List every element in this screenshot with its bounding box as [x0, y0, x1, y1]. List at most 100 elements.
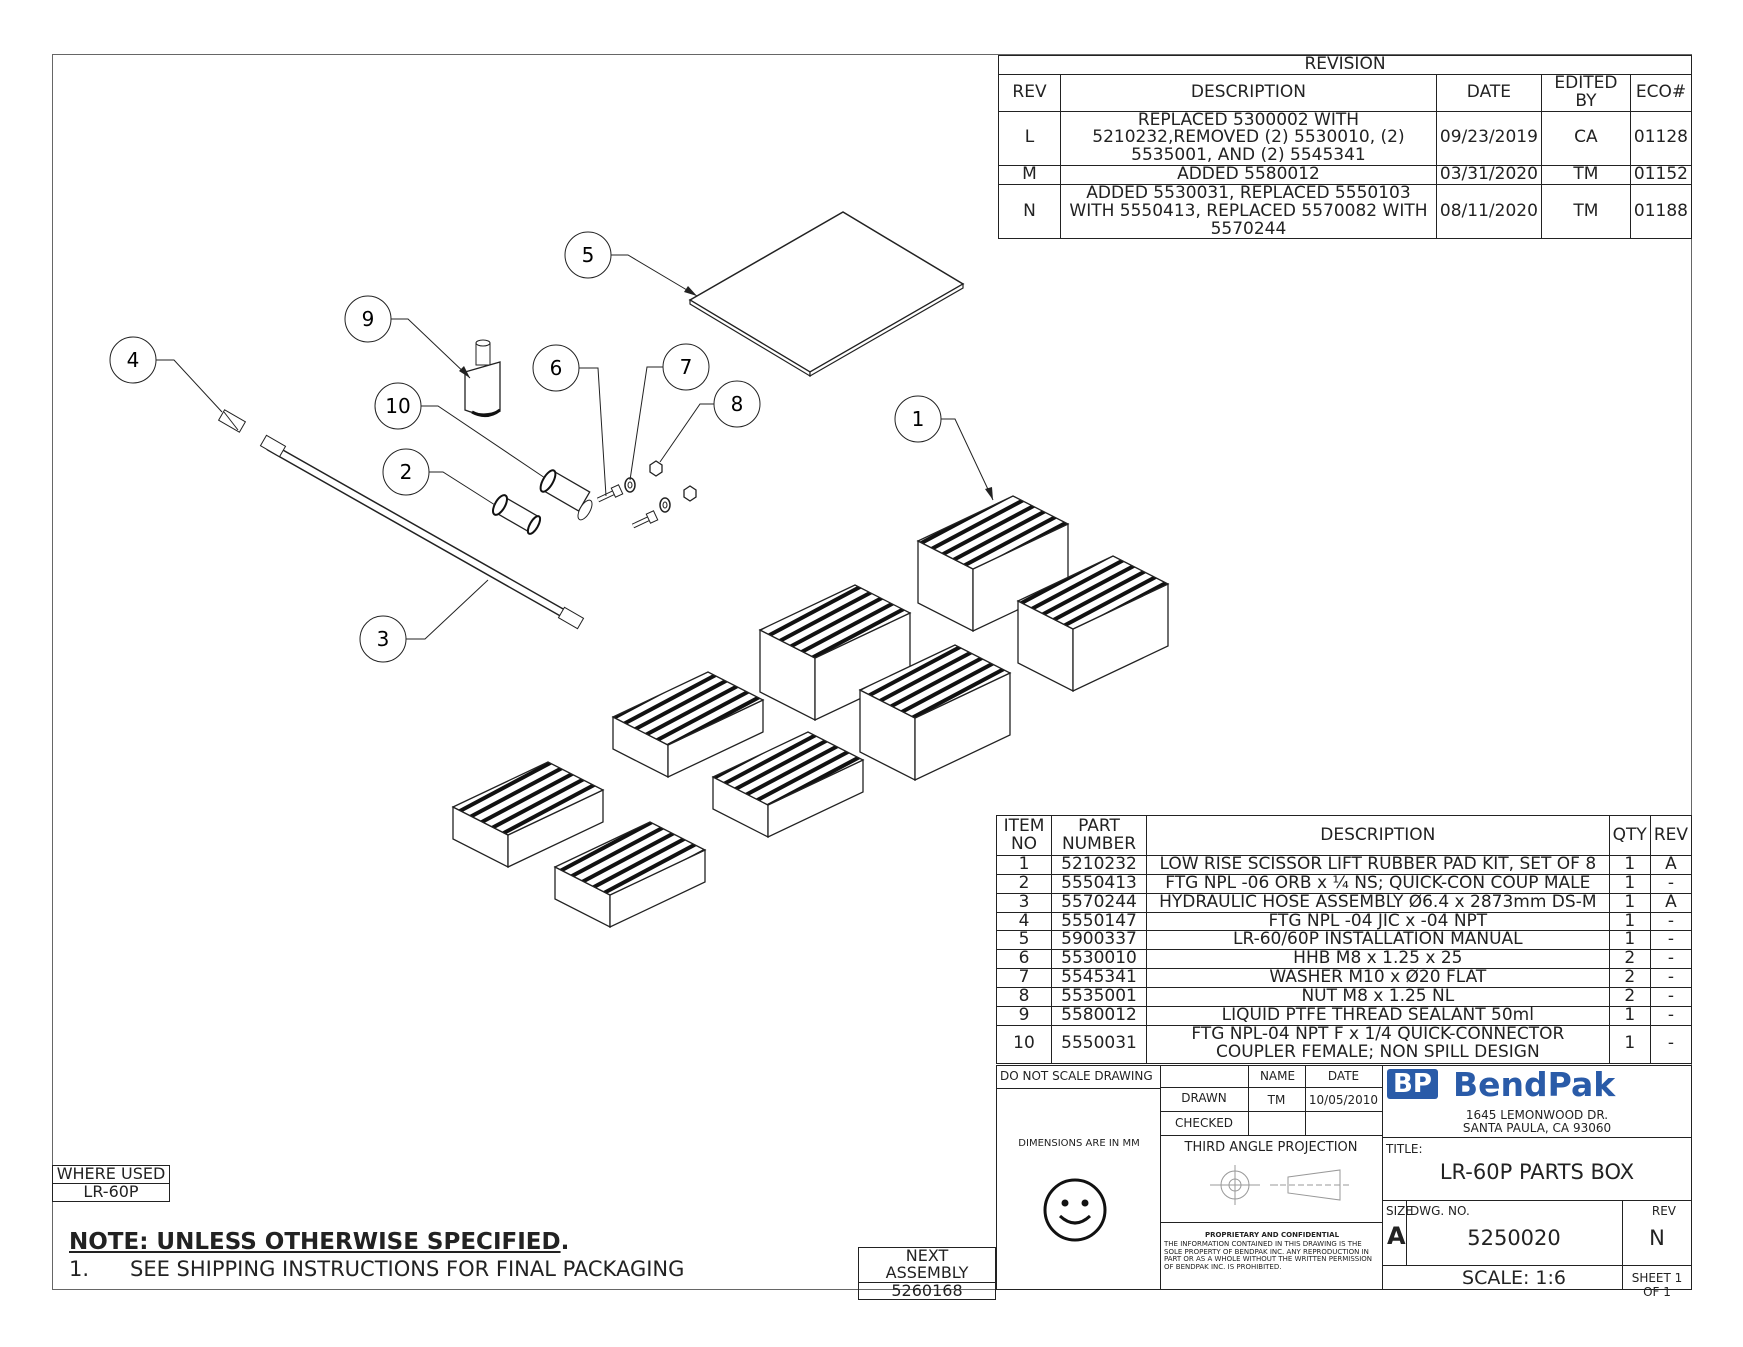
rev-header-eco: ECO# — [1629, 73, 1693, 112]
bom-cell-part: 5550031 — [1051, 1024, 1147, 1064]
bom-header-part: PART NUMBER — [1051, 815, 1147, 856]
balloon-label: 10 — [385, 394, 410, 418]
bom-cell-part: 5570244 — [1051, 892, 1147, 913]
bom-cell-part: 5900337 — [1051, 930, 1147, 951]
bom-cell-item: 5 — [996, 930, 1052, 951]
smiley-icon — [1043, 1178, 1107, 1242]
bom-cell-rev: - — [1649, 1024, 1693, 1064]
callout-balloons: 1 2 3 4 5 6 7 — [109, 231, 994, 663]
divider — [1160, 1065, 1161, 1290]
third-angle-projection-symbol — [1210, 1165, 1350, 1205]
note-item-text: SEE SHIPPING INSTRUCTIONS FOR FINAL PACK… — [130, 1257, 685, 1281]
bom-header-qty: QTY — [1608, 815, 1651, 856]
scale: SCALE: 1:6 — [1462, 1267, 1566, 1289]
drawing-rev: N — [1649, 1226, 1665, 1250]
bom-cell-item: 1 — [996, 855, 1052, 875]
balloon-8: 8 — [659, 380, 761, 463]
bom-cell-item: 2 — [996, 873, 1052, 894]
bom-cell-item: 8 — [996, 986, 1052, 1007]
rev-header-rev: REV — [998, 73, 1061, 112]
bom-cell-qty: 1 — [1608, 1024, 1651, 1064]
washer-part — [624, 477, 671, 513]
rev-cell: 09/23/2019 — [1435, 110, 1542, 167]
note-heading: NOTE: UNLESS OTHERWISE SPECIFIED. — [69, 1229, 570, 1255]
divider — [1160, 1222, 1382, 1223]
bill-of-materials-table: ITEM NO PART NUMBER DESCRIPTION QTY REV … — [996, 815, 1693, 1064]
divider — [996, 1088, 1160, 1089]
bom-cell-rev: - — [1649, 930, 1693, 951]
bom-cell-item: 10 — [996, 1024, 1052, 1064]
bom-cell-item: 9 — [996, 1005, 1052, 1026]
drawn-label: DRAWN — [1181, 1091, 1227, 1105]
bendpak-logo: BP BendPak — [1387, 1065, 1687, 1104]
proprietary-title: PROPRIETARY AND CONFIDENTIAL — [1204, 1231, 1340, 1239]
bom-cell-description: FTG NPL-04 NPT F x 1/4 QUICK-CONNECTOR C… — [1146, 1024, 1610, 1064]
divider — [1160, 1087, 1382, 1088]
balloon-label: 9 — [362, 307, 375, 331]
divider — [1382, 1137, 1692, 1138]
balloon-label: 7 — [680, 355, 693, 379]
divider — [1305, 1065, 1306, 1135]
bom-cell-rev: - — [1649, 968, 1693, 988]
bom-cell-rev: - — [1649, 873, 1693, 894]
rubber-pad — [553, 821, 707, 929]
rev-cell: ADDED 5530031, REPLACED 5550103 WITH 555… — [1060, 183, 1437, 240]
bom-cell-part: 5550413 — [1051, 873, 1147, 894]
rubber-pad — [758, 584, 912, 722]
divider — [1382, 1265, 1692, 1266]
bom-cell-qty: 1 — [1608, 911, 1651, 932]
bom-cell-item: 3 — [996, 892, 1052, 913]
bom-cell-description: LOW RISE SCISSOR LIFT RUBBER PAD KIT, SE… — [1146, 855, 1610, 875]
balloon-2: 2 — [382, 448, 496, 506]
bom-cell-rev: A — [1649, 855, 1693, 875]
bom-cell-description: HYDRAULIC HOSE ASSEMBLY Ø6.4 x 2873mm DS… — [1146, 892, 1610, 913]
bom-cell-rev: - — [1649, 1005, 1693, 1026]
balloon-6: 6 — [532, 344, 607, 497]
note-heading-text: NOTE: UNLESS OTHERWISE SPECIFIED — [69, 1229, 561, 1255]
nut-part — [649, 460, 697, 502]
rubber-pad — [916, 495, 1070, 633]
bom-cell-rev: - — [1649, 911, 1693, 932]
jic-fitting-part — [217, 409, 247, 433]
bom-cell-part: 5550147 — [1051, 911, 1147, 932]
rev-cell: CA — [1540, 110, 1631, 167]
bom-cell-rev: - — [1649, 949, 1693, 970]
bom-cell-qty: 2 — [1608, 986, 1651, 1007]
next-assembly-value: 5260168 — [858, 1281, 996, 1301]
bom-cell-item: 7 — [996, 968, 1052, 988]
bom-cell-part: 5210232 — [1051, 855, 1147, 875]
rev-cell: L — [998, 110, 1061, 167]
bom-header-description: DESCRIPTION — [1146, 815, 1610, 856]
balloon-7: 7 — [629, 343, 710, 481]
drawing-title: LR-60P PARTS BOX — [1439, 1160, 1635, 1184]
bom-cell-qty: 2 — [1608, 949, 1651, 970]
balloon-label: 1 — [912, 407, 925, 431]
quick-connector-female-part — [539, 469, 593, 521]
quick-connector-male-part — [492, 494, 542, 535]
projection-label: THIRD ANGLE PROJECTION — [1184, 1140, 1358, 1155]
rubber-pad-group — [451, 495, 1170, 929]
bendpak-logo-text: BendPak — [1453, 1065, 1616, 1104]
bom-cell-part: 5535001 — [1051, 986, 1147, 1007]
rev-cell: M — [998, 165, 1061, 185]
bp-logo-mark: BP — [1387, 1069, 1438, 1099]
rubber-pad — [611, 671, 765, 779]
rev-cell: 03/31/2020 — [1435, 165, 1542, 185]
balloon-9: 9 — [344, 295, 471, 379]
rev-cell: REPLACED 5300002 WITH 5210232,REMOVED (2… — [1060, 110, 1437, 167]
balloon-label: 2 — [400, 460, 413, 484]
divider — [1248, 1065, 1249, 1135]
divider — [1160, 1111, 1382, 1112]
where-used-value: LR-60P — [52, 1182, 170, 1202]
name-label: NAME — [1259, 1069, 1296, 1083]
rev-header-date: DATE — [1435, 73, 1542, 112]
bom-cell-item: 4 — [996, 911, 1052, 932]
balloon-10: 10 — [374, 382, 546, 479]
rev-cell: 01152 — [1629, 165, 1693, 185]
